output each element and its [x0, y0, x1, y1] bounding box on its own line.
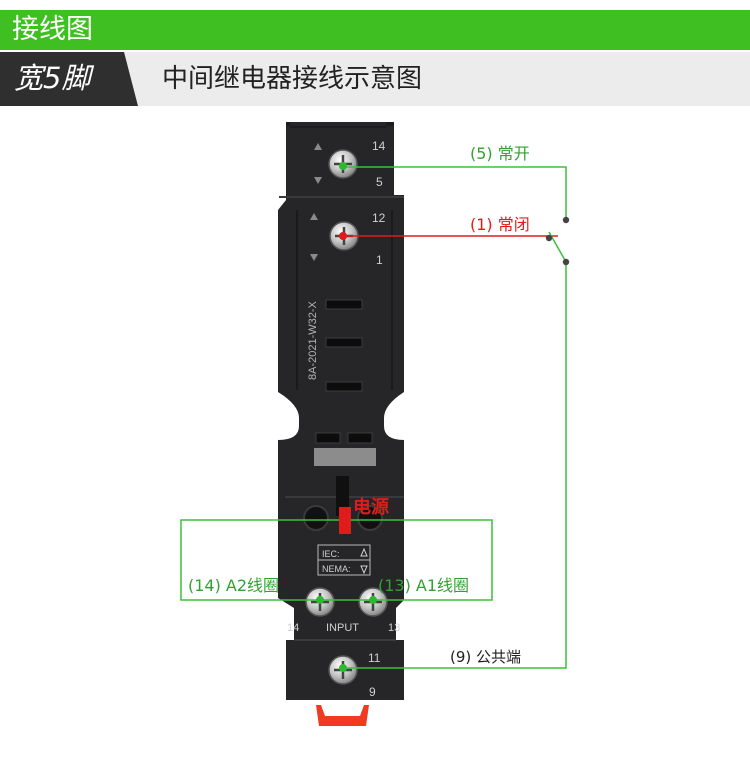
tab-badge: 宽5脚 — [0, 52, 138, 106]
tab-label: 宽5脚 — [14, 61, 91, 95]
switch-terminal — [562, 258, 570, 266]
contact-slot — [347, 432, 373, 444]
switch-terminal — [562, 216, 570, 224]
pin-number: 13 — [388, 622, 400, 634]
wiring — [180, 162, 570, 672]
label-normally-closed: (1) 常闭 — [470, 215, 530, 234]
power-marker — [339, 507, 351, 534]
header-title: 接线图 — [12, 14, 93, 45]
diagram-subtitle: 中间继电器接线示意图 — [162, 64, 423, 94]
wire-normally-open — [343, 166, 567, 218]
pin-number: 11 — [368, 651, 381, 665]
pin-number: 1 — [376, 253, 383, 267]
contact-slot — [325, 337, 363, 348]
label-power: 电源 — [353, 496, 389, 518]
label-common: (9) 公共端 — [450, 648, 521, 666]
connection-dot — [369, 596, 377, 604]
power-loop — [180, 519, 493, 601]
connection-dot — [339, 664, 347, 672]
pin-number: 14 — [372, 139, 386, 153]
label-coil-a1: (13) A1线圈 — [378, 576, 469, 595]
label-coil-a2: (14) A2线圈 — [188, 576, 279, 595]
center-slot — [336, 476, 349, 516]
nabla-icon — [360, 565, 368, 575]
arrow-down-icon — [310, 254, 318, 261]
socket-hole — [357, 505, 383, 531]
pin-number: 14 — [287, 622, 299, 634]
switch-terminal — [545, 234, 553, 242]
model-number: 8A-2021-W32-X — [307, 300, 319, 380]
wire-common — [343, 262, 567, 669]
relay-socket: IEC: NEMA: 8A-2021-W32-X 14 5 12 1 14 13… — [278, 122, 404, 726]
pin-number: 9 — [369, 685, 376, 699]
arrow-up-icon — [310, 213, 318, 220]
contact-slot — [325, 381, 363, 392]
din-rail-clip — [316, 705, 369, 726]
socket-top-notch — [286, 122, 394, 128]
label-plate — [314, 448, 376, 466]
contact-slot — [325, 299, 363, 310]
pin-number: 12 — [372, 211, 386, 225]
header-bar: 接线图 — [0, 10, 750, 50]
socket-hole — [303, 505, 329, 531]
pin-number: 5 — [376, 175, 383, 189]
arrow-up-icon — [314, 143, 322, 150]
contact-slot — [315, 432, 341, 444]
input-label: INPUT — [326, 622, 359, 634]
socket-body — [278, 122, 404, 700]
nema-label: NEMA: — [322, 564, 351, 574]
arrow-down-icon — [314, 177, 322, 184]
connection-dot — [339, 232, 347, 240]
connection-dot — [339, 162, 347, 170]
connection-dot — [316, 596, 324, 604]
iec-label: IEC: — [322, 549, 340, 559]
delta-icon — [360, 547, 368, 557]
label-normally-open: (5) 常开 — [470, 144, 530, 163]
